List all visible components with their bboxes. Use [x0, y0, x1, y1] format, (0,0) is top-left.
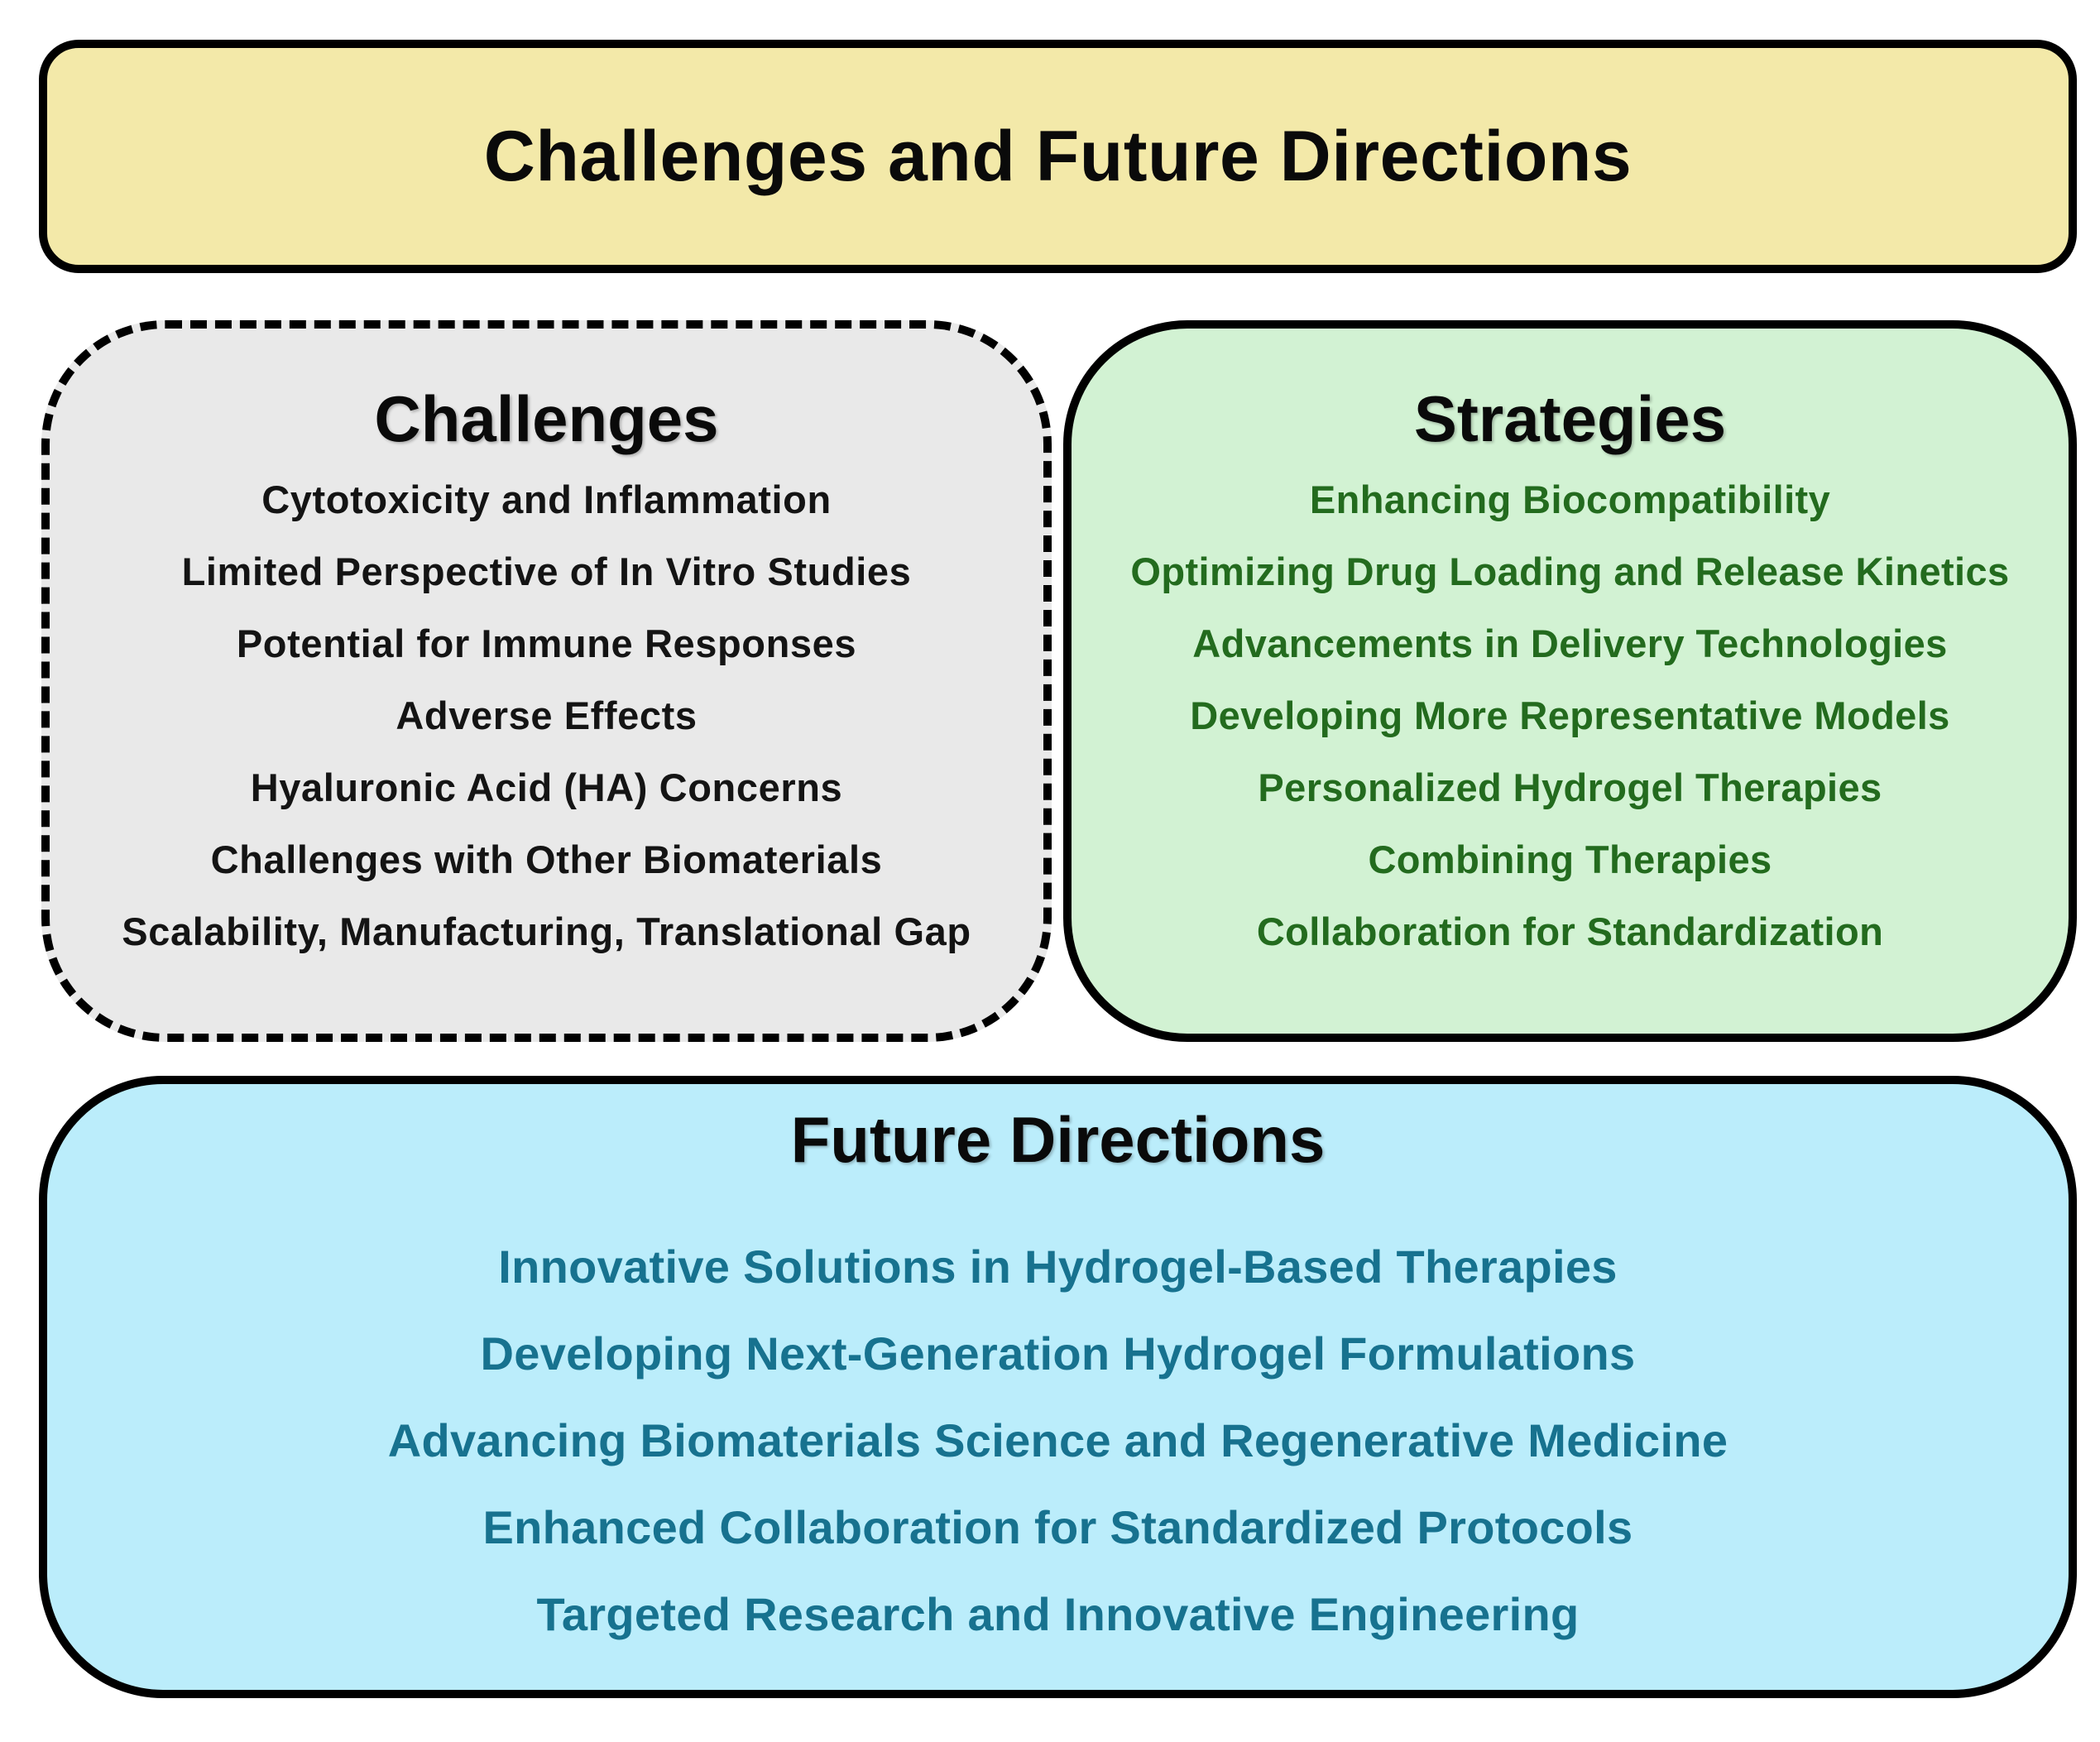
future-directions-panel: Future Directions Innovative Solutions i…	[39, 1076, 2077, 1698]
strategies-list: Enhancing Biocompatibility Optimizing Dr…	[1072, 477, 2069, 986]
diagram-title: Challenges and Future Directions	[483, 116, 1633, 196]
challenges-list: Cytotoxicity and Inflammation Limited Pe…	[50, 477, 1043, 986]
future-direction-item: Targeted Research and Innovative Enginee…	[536, 1588, 1580, 1640]
strategy-item: Enhancing Biocompatibility	[1309, 477, 1831, 521]
challenge-item: Scalability, Manufacturing, Translationa…	[122, 909, 971, 953]
challenge-item: Potential for Immune Responses	[236, 621, 857, 665]
strategies-panel: Strategies Enhancing Biocompatibility Op…	[1063, 320, 2077, 1042]
strategy-item: Optimizing Drug Loading and Release Kine…	[1130, 549, 2010, 593]
future-directions-heading: Future Directions	[790, 1103, 1326, 1176]
strategy-item: Advancements in Delivery Technologies	[1192, 621, 1948, 665]
future-direction-item: Enhanced Collaboration for Standardized …	[482, 1501, 1633, 1553]
future-directions-list: Innovative Solutions in Hydrogel-Based T…	[47, 1244, 2069, 1678]
challenge-item: Challenges with Other Biomaterials	[210, 837, 883, 881]
challenges-heading: Challenges	[374, 382, 719, 455]
challenge-item: Cytotoxicity and Inflammation	[261, 477, 832, 521]
future-direction-item: Advancing Biomaterials Science and Regen…	[387, 1414, 1728, 1466]
challenges-panel: Challenges Cytotoxicity and Inflammation…	[41, 320, 1052, 1042]
strategies-heading: Strategies	[1413, 382, 1727, 455]
challenge-item: Adverse Effects	[396, 693, 698, 737]
strategy-item: Combining Therapies	[1368, 837, 1772, 881]
future-direction-item: Innovative Solutions in Hydrogel-Based T…	[498, 1241, 1618, 1293]
strategy-item: Personalized Hydrogel Therapies	[1258, 765, 1882, 809]
challenge-item: Limited Perspective of In Vitro Studies	[181, 549, 912, 593]
strategy-item: Collaboration for Standardization	[1256, 909, 1884, 953]
title-banner: Challenges and Future Directions	[39, 40, 2077, 273]
challenge-item: Hyaluronic Acid (HA) Concerns	[250, 765, 843, 809]
future-direction-item: Developing Next-Generation Hydrogel Form…	[480, 1327, 1636, 1380]
strategy-item: Developing More Representative Models	[1190, 693, 1950, 737]
